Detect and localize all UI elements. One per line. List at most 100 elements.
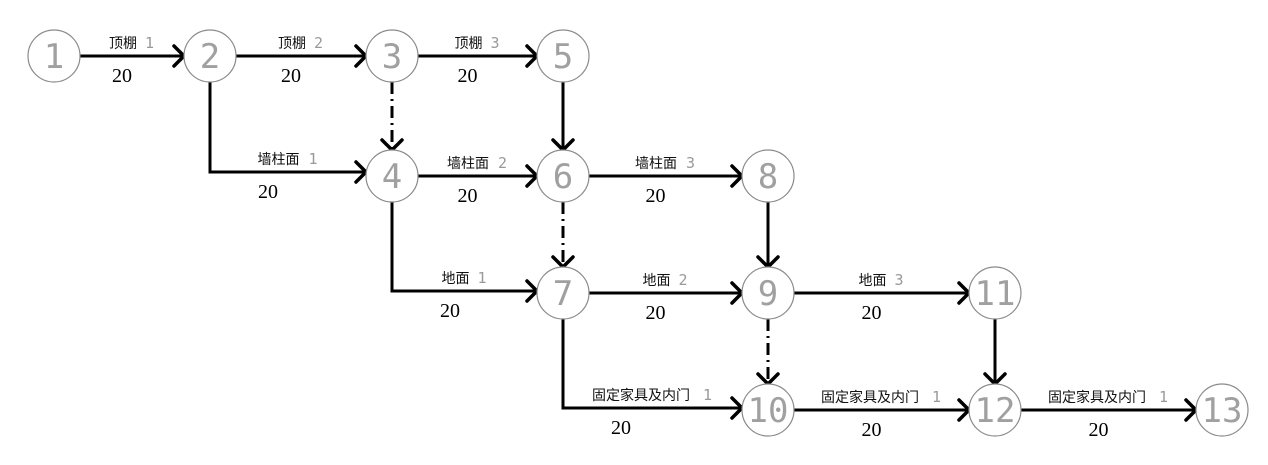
node-12[interactable]: 12 [968,383,1022,437]
activity-name: 墙柱面 [447,156,489,172]
node-10[interactable]: 10 [741,383,795,437]
node-label: 10 [748,391,789,431]
node-circle [365,29,419,83]
activity-line [208,82,366,174]
node-8[interactable]: 8 [741,149,795,203]
activity-duration: 20 [862,419,882,441]
activity-label-12-13: 固定家具及内门 1 20 [1048,388,1168,441]
activity-label-6-8: 墙柱面 3 20 [635,154,695,207]
node-4[interactable]: 4 [365,149,419,203]
node-circle [741,266,795,320]
node-9[interactable]: 9 [741,266,795,320]
activity-duration: 20 [458,185,478,207]
activity-label-4-7: 地面 1 20 [440,269,487,322]
activity-sequence: 3 [895,271,904,289]
node-circle [968,383,1022,437]
activity-duration: 20 [646,185,666,207]
activity-name: 地面 [859,273,887,289]
activity-sequence: 1 [309,150,318,168]
node-label: 7 [553,274,573,314]
activity-label-4-6: 墙柱面 2 20 [447,154,507,207]
activity-duration: 20 [281,65,301,87]
dummy-activity-3-4[interactable] [380,82,404,152]
node-circle [741,149,795,203]
activity-name: 顶棚 [455,36,483,52]
activity-label-9-11: 地面 3 20 [859,271,904,324]
node-label: 6 [553,157,573,197]
node-11[interactable]: 11 [968,266,1022,320]
node-label: 3 [382,37,402,77]
node-label: 9 [758,274,778,314]
node-circle [365,149,419,203]
node-label: 5 [553,37,573,77]
dummy-activity-9-10[interactable] [756,319,780,386]
activity-sequence: 2 [679,271,688,289]
node-label: 11 [975,274,1016,314]
activity-label-7-10: 固定家具及内门 1 20 [592,386,712,439]
node-circle [741,383,795,437]
activity-label-3-5: 顶棚 3 20 [455,34,500,87]
activity-name: 顶棚 [278,36,306,52]
node-label: 4 [382,157,402,197]
link-11-12[interactable] [983,319,1007,386]
node-circle [536,149,590,203]
activity-name: 地面 [643,273,671,289]
node-7[interactable]: 7 [536,266,590,320]
activity-duration: 20 [112,65,132,87]
node-label: 1 [44,37,64,77]
activity-label-10-12: 固定家具及内门 1 20 [821,388,941,441]
activity-sequence: 1 [1159,388,1168,406]
activity-sequence: 1 [478,269,487,287]
activity-line [390,202,537,293]
activity-label-7-9: 地面 2 20 [643,271,688,324]
activity-name: 墙柱面 [635,156,677,172]
activity-sequence: 2 [314,34,323,52]
node-6[interactable]: 6 [536,149,590,203]
activity-name: 固定家具及内门 [592,387,690,404]
activity-name: 固定家具及内门 [821,389,919,406]
activity-sequence: 3 [686,154,695,172]
activity-duration: 20 [458,65,478,87]
activity-duration: 20 [258,181,278,203]
link-8-9[interactable] [756,202,780,269]
activity-sequence: 1 [145,34,154,52]
node-label: 2 [200,37,220,77]
activity-sequence: 1 [703,386,712,404]
activity-sequence: 3 [491,34,500,52]
node-circle [536,266,590,320]
link-5-6[interactable] [551,82,575,152]
activity-sequence: 2 [498,154,507,172]
node-circle [536,29,590,83]
activity-duration: 20 [440,300,460,322]
node-label: 12 [975,391,1016,431]
node-3[interactable]: 3 [365,29,419,83]
node-label: 13 [1202,391,1243,431]
activity-duration: 20 [646,302,666,324]
dummy-activity-6-7[interactable] [551,202,575,269]
activity-label-1-2: 顶棚 1 20 [109,34,154,87]
activity-sequence: 1 [932,388,941,406]
node-circle [1195,383,1249,437]
activity-name: 固定家具及内门 [1048,389,1146,406]
node-1[interactable]: 1 [27,29,81,83]
activity-duration: 20 [1089,419,1109,441]
activity-duration: 20 [862,302,882,324]
node-circle [183,29,237,83]
node-2[interactable]: 2 [183,29,237,83]
node-circle [968,266,1022,320]
activity-name: 墙柱面 [258,152,300,168]
activity-label-2-3: 顶棚 2 20 [278,34,323,87]
activity-label-2-4: 墙柱面 1 20 [258,150,318,203]
edges-layer [80,44,1198,422]
activity-line [561,319,742,410]
activity-name: 地面 [442,271,470,287]
node-label: 8 [758,157,778,197]
node-5[interactable]: 5 [536,29,590,83]
node-circle [27,29,81,83]
activity-duration: 20 [611,417,631,439]
activity-name: 顶棚 [109,36,137,52]
node-13[interactable]: 13 [1195,383,1249,437]
